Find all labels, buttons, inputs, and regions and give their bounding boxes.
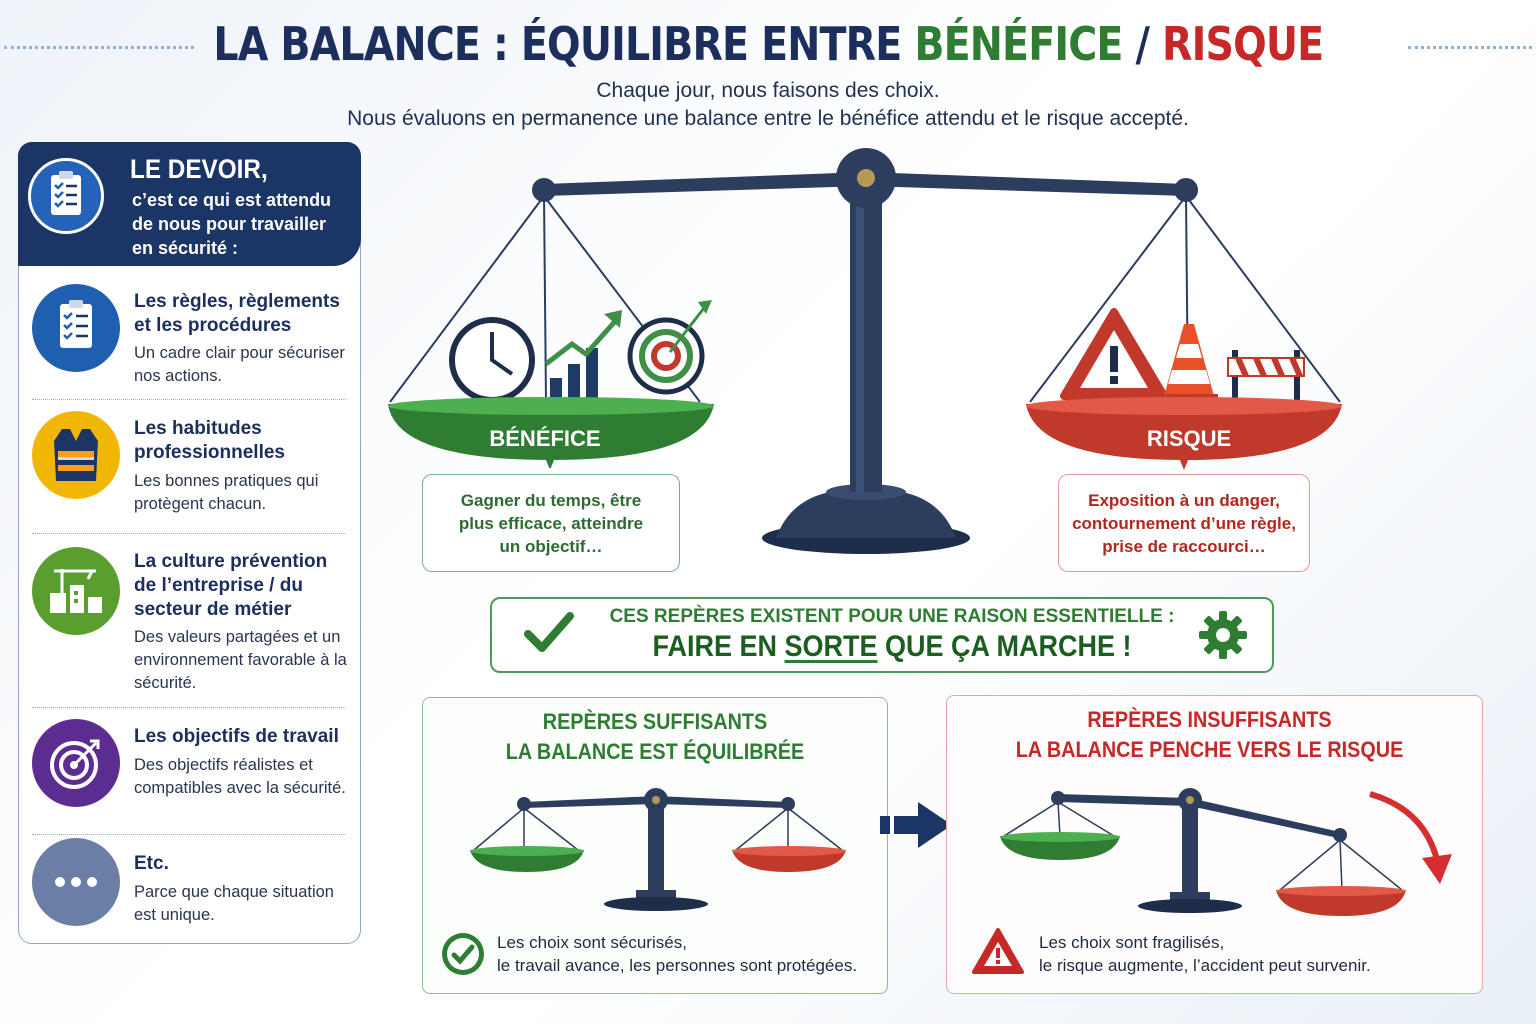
gear-icon	[1199, 611, 1247, 659]
item-culture-title: La culture prévention de l’entreprise / …	[134, 551, 328, 620]
clipboard-checklist-icon	[32, 284, 120, 372]
divider	[32, 834, 346, 835]
item-habits-desc: Les bonnes pratiques qui protègent chacu…	[134, 472, 319, 513]
target-icon	[627, 300, 712, 395]
ellipsis-icon	[32, 838, 120, 926]
item-objectives-title: Les objectifs de travail	[134, 726, 339, 747]
insufficient-title-1: REPÈRES INSUFFISANTS	[1087, 707, 1332, 732]
subtitle-line-1: Chaque jour, nous faisons des choix.	[596, 79, 940, 102]
tilted-scale	[1000, 788, 1452, 916]
banner-line-2b: QUE ÇA MARCHE !	[877, 630, 1132, 663]
banner-line-2: FAIRE EN SORTE QUE ÇA MARCHE !	[593, 630, 1191, 664]
benefit-callout: Gagner du temps, être plus efficace, att…	[422, 474, 680, 572]
road-barrier-icon	[1227, 350, 1305, 400]
arrow-right-icon	[880, 802, 952, 848]
balanced-scale	[470, 788, 846, 911]
insufficient-text-2: le risque augmente, l’accident peut surv…	[1039, 956, 1371, 975]
sufficient-text-2: le travail avance, les personnes sont pr…	[497, 956, 858, 975]
item-rules-desc: Un cadre clair pour sécuriser nos action…	[134, 344, 345, 385]
safety-vest-icon	[32, 411, 120, 499]
duty-text: c’est ce qui est attendu de nous pour tr…	[132, 190, 332, 258]
benefit-pan	[388, 300, 714, 468]
warning-triangle-icon	[1060, 308, 1168, 400]
construction-site-icon	[32, 547, 120, 635]
check-circle-icon	[442, 933, 484, 975]
sufficient-box	[422, 697, 888, 994]
risk-pan	[1026, 308, 1342, 470]
divider	[32, 707, 346, 708]
duty-panel	[18, 142, 361, 944]
sufficient-text-1: Les choix sont sécurisés,	[497, 933, 687, 952]
traffic-cone-icon	[1160, 324, 1218, 400]
main-balance-scale	[389, 148, 1341, 554]
benefit-label: BÉNÉFICE	[489, 426, 601, 451]
divider	[32, 533, 346, 534]
item-culture-desc: Des valeurs partagées et un environnemen…	[134, 628, 347, 692]
banner-line-2-underlined: SORTE	[784, 630, 878, 663]
duty-title: LE DEVOIR,	[130, 154, 268, 184]
warning-triangle-icon	[972, 928, 1024, 974]
header-decoration-left	[4, 46, 194, 50]
insufficient-text-1: Les choix sont fragilisés,	[1039, 933, 1225, 952]
clock-icon	[449, 317, 535, 403]
page-title: LA BALANCE : ÉQUILIBRE ENTRE BÉNÉFICE / …	[0, 14, 1536, 74]
subtitle-line-2: Nous évaluons en permanence une balance …	[347, 107, 1189, 130]
growth-chart-icon	[544, 310, 622, 402]
divider	[32, 399, 346, 400]
clipboard-checklist-icon	[28, 158, 104, 234]
risk-callout: Exposition à un danger, contournement d’…	[1058, 474, 1310, 572]
sufficient-title-1: REPÈRES SUFFISANTS	[542, 709, 768, 734]
header-decoration-right	[1408, 46, 1532, 50]
sufficient-title-2: LA BALANCE EST ÉQUILIBRÉE	[505, 739, 805, 764]
title-benefit: BÉNÉFICE	[914, 17, 1123, 71]
title-risk: RISQUE	[1161, 17, 1324, 71]
title-separator: /	[1122, 17, 1162, 71]
insufficient-title-2: LA BALANCE PENCHE VERS LE RISQUE	[1015, 737, 1404, 762]
item-objectives-desc: Des objectifs réalistes et compatibles a…	[134, 756, 346, 797]
risk-label: RISQUE	[1146, 426, 1232, 451]
title-part1: LA BALANCE : ÉQUILIBRE ENTRE	[213, 17, 915, 71]
essential-reason-banner	[490, 597, 1274, 673]
item-etc-desc: Parce que chaque situation est unique.	[134, 883, 334, 924]
checkmark-icon	[524, 612, 574, 652]
banner-line-1: CES REPÈRES EXISTENT POUR UNE RAISON ESS…	[609, 606, 1175, 627]
target-icon	[32, 719, 120, 807]
item-etc-title: Etc.	[134, 853, 169, 874]
item-habits-title: Les habitudes professionnelles	[134, 418, 285, 463]
banner-line-2a: FAIRE EN	[652, 630, 785, 663]
item-rules-title: Les règles, règlements et les procédures	[134, 291, 340, 336]
